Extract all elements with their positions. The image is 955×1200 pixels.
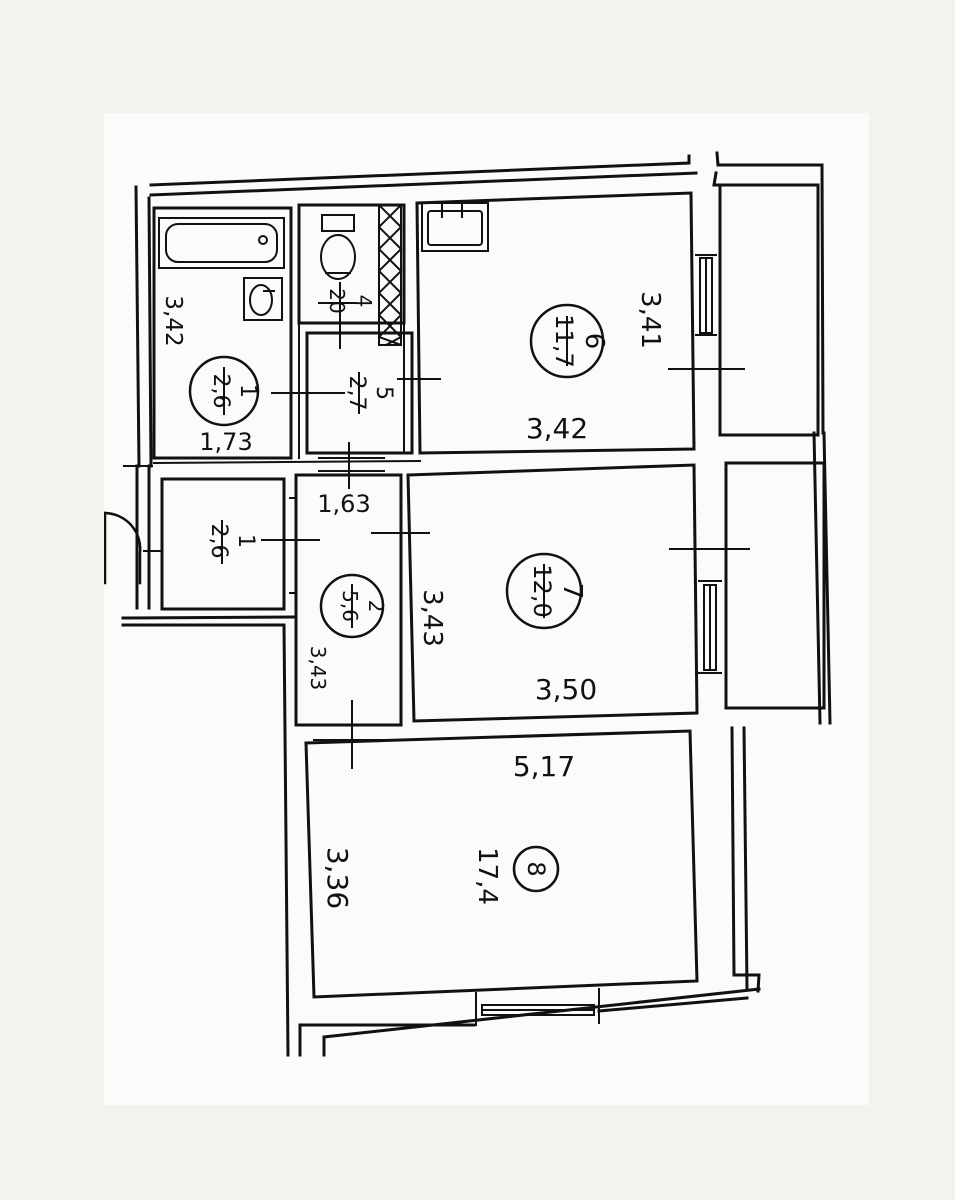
- window-icon: [695, 254, 717, 336]
- room-6-area: 11,7: [550, 314, 578, 367]
- room-5-number: 5: [371, 386, 396, 400]
- room-5-area: 2,7: [344, 376, 369, 411]
- room-2-area: 5,6: [338, 590, 362, 622]
- sink-icon: [421, 202, 489, 252]
- plan-sheet: 1 2,6 4 20 5 2,7 6 11,7 2 1 1 2 5,6 7 12…: [104, 113, 869, 1105]
- room-7-area: 12,0: [528, 564, 556, 617]
- dim-hall-length: 3,43: [306, 646, 330, 691]
- room-1-number-text: 1: [233, 534, 258, 548]
- room-2-number: 2: [364, 600, 388, 613]
- dim-bath-length: 3,42: [160, 295, 186, 346]
- room-7-room: [406, 463, 699, 723]
- loggia-upper: [718, 183, 820, 437]
- dim-bath-width: 1,73: [199, 428, 252, 456]
- room-8-marker: [512, 845, 560, 893]
- room-1-area: 2,6: [206, 524, 231, 559]
- dim-corridor-width: 1,63: [317, 490, 370, 518]
- dim-room7-width: 3,50: [535, 673, 597, 706]
- floor-plan: 1 2,6 4 20 5 2,7 6 11,7 2 1 1 2 5,6 7 12…: [104, 151, 832, 1057]
- dim-room8-depth: 3,36: [321, 847, 354, 909]
- room-6-number: 6: [579, 333, 609, 350]
- room-3-number: 1: [235, 384, 260, 398]
- door-icon: [104, 511, 142, 585]
- room-8-number: 8: [522, 861, 550, 876]
- room-7-marker: [505, 552, 583, 630]
- room-2-marker: [319, 573, 385, 639]
- room-3-area: 2,6: [208, 374, 233, 409]
- room-3-marker: [188, 355, 260, 427]
- window-icon: [698, 580, 722, 674]
- dim-room8-width: 5,17: [513, 750, 575, 783]
- room-1-vestibule: [160, 477, 286, 611]
- room-3-bathroom: [152, 206, 293, 460]
- room-6-kitchen: [415, 191, 696, 455]
- room-7-number: 7: [557, 583, 587, 600]
- dim-room6-depth: 3,41: [635, 291, 665, 349]
- window-icon: [475, 988, 600, 1026]
- room-8-room: [304, 729, 699, 999]
- room-8-area: 17,4: [472, 847, 502, 905]
- dim-room7-depth: 3,43: [417, 589, 447, 647]
- loggia-lower: [724, 461, 826, 710]
- room-4-number: 4: [352, 295, 376, 308]
- room-4-area: 20: [325, 288, 349, 313]
- room-6-marker: [529, 303, 605, 379]
- toilet-icon: [320, 214, 356, 280]
- ventilation-shaft-icon: [377, 203, 403, 347]
- outer-walls: [121, 151, 832, 1057]
- washbasin-icon: [243, 277, 283, 321]
- dim-room6-width: 3,42: [526, 412, 588, 445]
- bathtub-icon: [158, 217, 285, 269]
